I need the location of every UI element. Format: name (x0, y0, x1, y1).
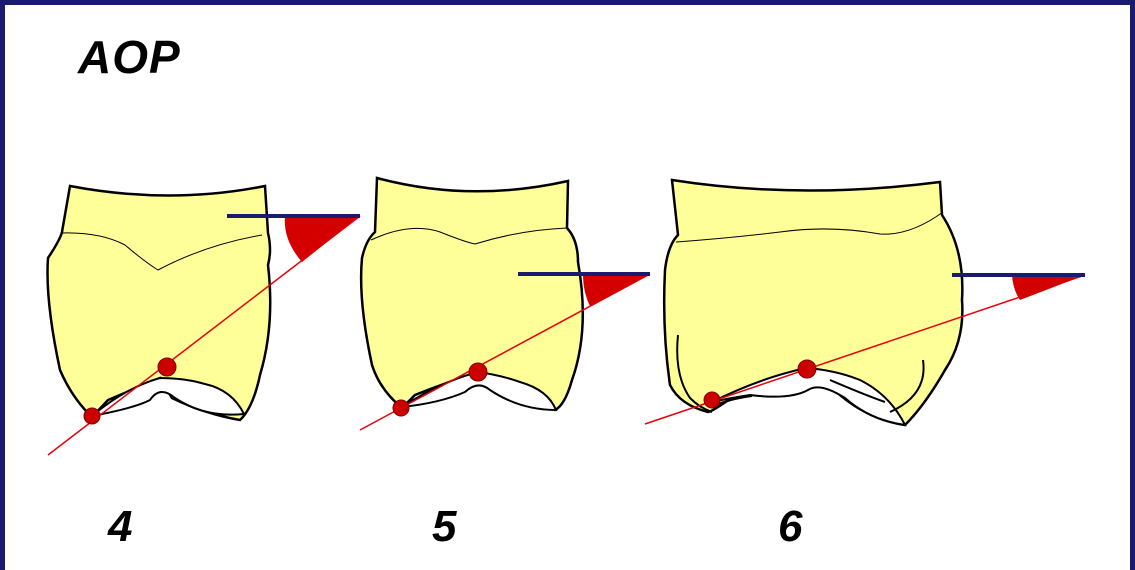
tooth-6-angle-wedge (1012, 275, 1085, 300)
tooth-5-contact-point-2 (469, 363, 487, 381)
tooth-4-angle-wedge (285, 217, 358, 262)
tooth-6-contact-point-1 (704, 392, 720, 408)
tooth-4-contact-point-2 (158, 358, 176, 376)
tooth-6 (645, 180, 1085, 425)
tooth-4-contact-point-1 (84, 408, 100, 424)
tooth-label-4: 4 (108, 502, 132, 552)
tooth-label-6: 6 (778, 502, 802, 552)
tooth-5-contact-point-1 (393, 400, 409, 416)
tooth-4 (48, 186, 361, 455)
tooth-5 (360, 178, 650, 430)
tooth-label-5: 5 (432, 502, 456, 552)
tooth-6-contact-point-2 (798, 360, 816, 378)
tooth-5-angle-wedge (583, 274, 650, 306)
